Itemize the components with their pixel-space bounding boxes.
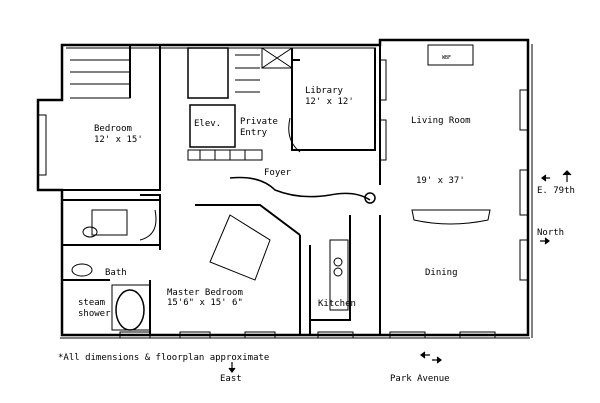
north-label: North xyxy=(537,228,564,238)
arrow-left-icon xyxy=(541,174,550,182)
arrow-down-icon xyxy=(228,362,236,373)
bedroom-label: Bedroom xyxy=(94,124,132,134)
fireplace-label: WBF xyxy=(442,55,451,61)
arrow-up-icon xyxy=(562,170,572,182)
direction-labels: E. 79th North East Park Avenue *All dime… xyxy=(58,170,575,384)
elevator-label: Elev. xyxy=(194,119,221,129)
walls xyxy=(36,38,533,339)
arrow-right-icon xyxy=(432,356,442,364)
library-size: 12' x 12' xyxy=(305,97,354,107)
e-79th-label: E. 79th xyxy=(537,186,575,196)
library-label: Library xyxy=(305,86,344,96)
arrow-icons xyxy=(228,170,572,373)
kitchen-label: Kitchen xyxy=(318,299,356,309)
private-entry-label-1: Private xyxy=(240,117,278,127)
master-bedroom-label: Master Bedroom xyxy=(167,288,243,298)
private-entry-label-2: Entry xyxy=(240,128,268,138)
dining-label: Dining xyxy=(425,268,458,278)
footnote: *All dimensions & floorplan approximate xyxy=(58,353,269,363)
steam-shower-label-1: steam xyxy=(78,298,105,308)
living-room-size: 19' x 37' xyxy=(416,176,465,186)
arrow-left-icon xyxy=(420,351,430,359)
park-avenue-label: Park Avenue xyxy=(390,374,450,384)
arrow-right-icon xyxy=(540,237,550,245)
foyer-label: Foyer xyxy=(264,168,292,178)
bedroom-size: 12' x 15' xyxy=(94,135,143,145)
room-labels: Bedroom 12' x 15' Elev. Private Entry Li… xyxy=(78,55,471,319)
living-room-label: Living Room xyxy=(411,116,471,126)
bath-label: Bath xyxy=(105,268,127,278)
steam-shower-label-2: shower xyxy=(78,309,111,319)
east-label: East xyxy=(220,374,242,384)
master-bedroom-size: 15'6" x 15' 6" xyxy=(167,298,243,308)
